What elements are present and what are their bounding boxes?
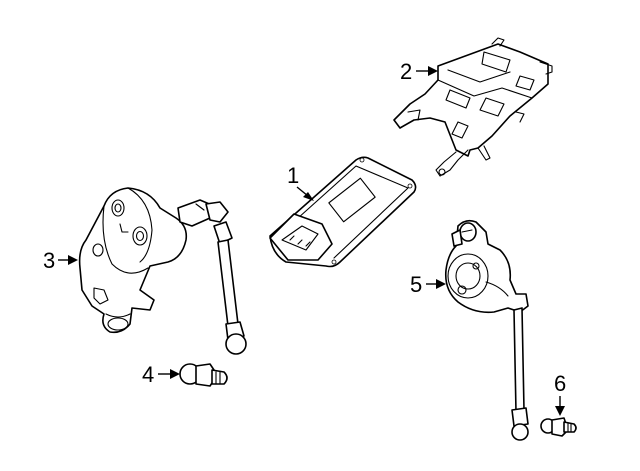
part-5-height-sensor[interactable] [444,219,529,441]
callout-5-label: 5 [410,272,422,297]
callout-4: 4 [142,362,180,387]
part-2-mounting-bracket[interactable] [393,37,553,177]
callout-6-label: 6 [554,371,566,396]
part-3-height-sensor[interactable] [78,187,247,355]
callout-6: 6 [554,371,566,416]
part-4-ball-stud[interactable] [179,363,228,387]
callout-2-label: 2 [400,59,412,84]
callout-1-label: 1 [287,163,299,188]
callout-3-label: 3 [43,248,55,273]
part-1-control-module[interactable] [269,156,417,268]
callout-1: 1 [287,163,314,201]
callout-3: 3 [43,248,78,273]
callout-5: 5 [410,272,446,297]
callout-2: 2 [400,59,438,84]
part-6-ball-stud[interactable] [540,417,577,437]
callout-4-label: 4 [142,362,154,387]
